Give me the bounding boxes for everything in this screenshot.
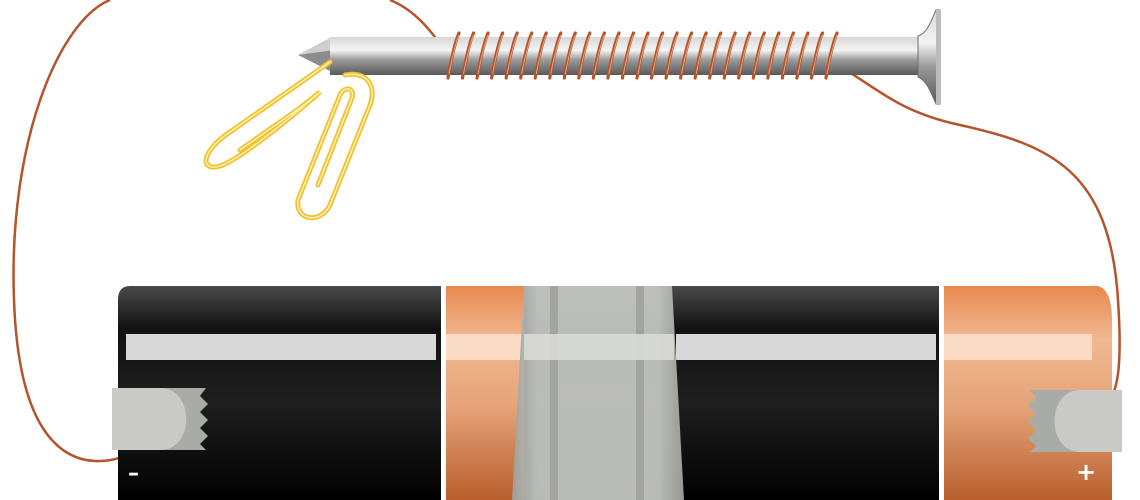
- tape-positive-shine: [1054, 390, 1122, 452]
- positive-terminal-label: +: [1076, 458, 1096, 486]
- wire-right: [829, 60, 1121, 412]
- coil-turn-highlight: [666, 34, 678, 75]
- coil-turn-highlight: [724, 34, 736, 75]
- coil-turn-highlight: [593, 34, 605, 75]
- coil-turn-highlight: [506, 34, 518, 75]
- wire-left: [12, 0, 129, 463]
- coil-turn-highlight: [564, 34, 576, 75]
- tape-icon: [512, 286, 684, 500]
- nail-icon: [298, 9, 941, 105]
- paperclip-icon: [203, 59, 333, 170]
- coil-turn-highlight: [535, 34, 547, 75]
- coil-turn-highlight: [550, 34, 562, 75]
- coil-turn-highlight: [782, 34, 794, 75]
- coil-turn-highlight: [811, 34, 823, 75]
- coil-turn-highlight: [637, 34, 649, 75]
- coil-turn-highlight: [695, 34, 707, 75]
- tape-negative-shine: [112, 388, 187, 450]
- coil-turn-highlight: [753, 34, 765, 75]
- negative-terminal-label: –: [128, 461, 139, 486]
- coil-turn-highlight: [608, 34, 620, 75]
- copper-coil-icon: [446, 31, 839, 80]
- coil-turn-highlight: [797, 34, 809, 75]
- coil-turn-highlight: [768, 34, 780, 75]
- coil-turn-highlight: [710, 34, 722, 75]
- coil-turn-highlight: [652, 34, 664, 75]
- coil-turn-highlight: [579, 34, 591, 75]
- coil-turn-highlight: [739, 34, 751, 75]
- coil-turn-highlight: [448, 34, 460, 75]
- coil-turn-highlight: [826, 34, 838, 75]
- coil-turn-highlight: [477, 34, 489, 75]
- coil-turn-highlight: [622, 34, 634, 75]
- coil-turn-highlight: [492, 34, 504, 75]
- coil-turn-highlight: [681, 34, 693, 75]
- paperclip-icon: [295, 71, 375, 221]
- coil-turn-highlight: [521, 34, 533, 75]
- coil-turn-highlight: [463, 34, 475, 75]
